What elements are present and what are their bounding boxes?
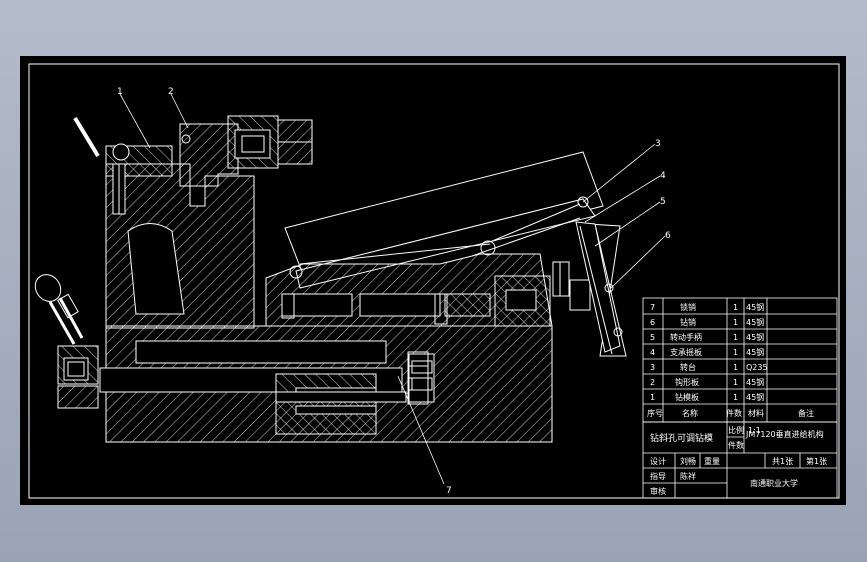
row-name: 钩形板: [675, 377, 699, 387]
row-qty: 1: [733, 393, 738, 402]
row-no: 3: [650, 363, 655, 372]
row-qty: 1: [733, 378, 738, 387]
drawn-label: 指导: [650, 471, 666, 481]
row-qty: 1: [733, 348, 738, 357]
row-no: 1: [650, 393, 655, 402]
sheet-number: 第1张: [806, 456, 827, 466]
count-label: 件数: [728, 440, 744, 450]
row-material: 45钢: [746, 392, 764, 402]
header-note: 备注: [798, 408, 814, 418]
drawing-sheet: 1 2 3 4 5 6 7 7 锁销 1 45钢 6 钻销 1 45钢 5 转动…: [20, 56, 846, 505]
row-name: 钻模板: [675, 392, 699, 402]
header-name: 名称: [682, 408, 698, 418]
row-material: 45钢: [746, 332, 764, 342]
callout-5: 5: [660, 197, 666, 207]
callout-4: 4: [660, 171, 666, 181]
row-name: 钻销: [680, 317, 696, 327]
parts-list: [642, 297, 838, 423]
row-qty: 1: [733, 333, 738, 342]
callout-6: 6: [665, 231, 671, 241]
title-block-text: 钻斜孔可调钻模 比例 1:1 件数 JM7120垂直进给机构 设计 刘畅 重量 …: [650, 425, 827, 496]
row-name: 锁销: [680, 302, 696, 312]
assembly-drawing: 1 2 3 4 5 6 7 7 锁销 1 45钢 6 钻销 1 45钢 5 转动…: [28, 63, 840, 499]
row-qty: 1: [733, 363, 738, 372]
header-no: 序号: [647, 408, 663, 418]
row-material: 45钢: [746, 302, 764, 312]
main-view: [34, 115, 627, 443]
designer: 刘畅: [680, 456, 696, 466]
row-name: 转台: [680, 362, 696, 372]
row-no: 5: [650, 333, 655, 342]
row-name: 转动手柄: [670, 332, 702, 342]
drawing-title: 钻斜孔可调钻模: [650, 432, 713, 444]
row-no: 7: [650, 303, 655, 312]
sheets-total: 共1张: [772, 457, 793, 466]
school-name: 南通职业大学: [750, 478, 798, 488]
row-name: 支承摇板: [670, 347, 702, 357]
row-qty: 1: [733, 318, 738, 327]
weight-label: 重量: [704, 456, 720, 466]
callout-7: 7: [446, 486, 452, 496]
callout-2: 2: [168, 87, 174, 97]
row-no: 6: [650, 318, 655, 327]
designed-label: 设计: [650, 456, 666, 466]
leader-lines: [119, 93, 666, 485]
title-block: [642, 421, 838, 499]
checked-label: 审核: [650, 486, 666, 496]
callout-labels: 1 2 3 4 5 6 7: [117, 87, 671, 496]
header-material: 材料: [748, 408, 764, 418]
callout-3: 3: [655, 139, 661, 149]
row-material: 45钢: [746, 347, 764, 357]
parts-list-rows: 7 锁销 1 45钢 6 钻销 1 45钢 5 转动手柄 1 45钢 4 支承摇…: [647, 302, 814, 418]
scale-label: 比例: [728, 425, 744, 435]
scale-value: 1:1: [748, 426, 761, 435]
row-material: 45钢: [746, 377, 764, 387]
row-qty: 1: [733, 303, 738, 312]
row-material: 45钢: [746, 317, 764, 327]
header-qty: 件数: [726, 408, 742, 418]
drawn-by: 陈祥: [680, 471, 696, 481]
border-frame: [28, 63, 840, 499]
row-material: Q235: [746, 363, 768, 372]
model-title: JM7120垂直进给机构: [745, 429, 824, 439]
row-no: 4: [650, 348, 655, 357]
callout-1: 1: [117, 87, 123, 97]
row-no: 2: [650, 378, 655, 387]
